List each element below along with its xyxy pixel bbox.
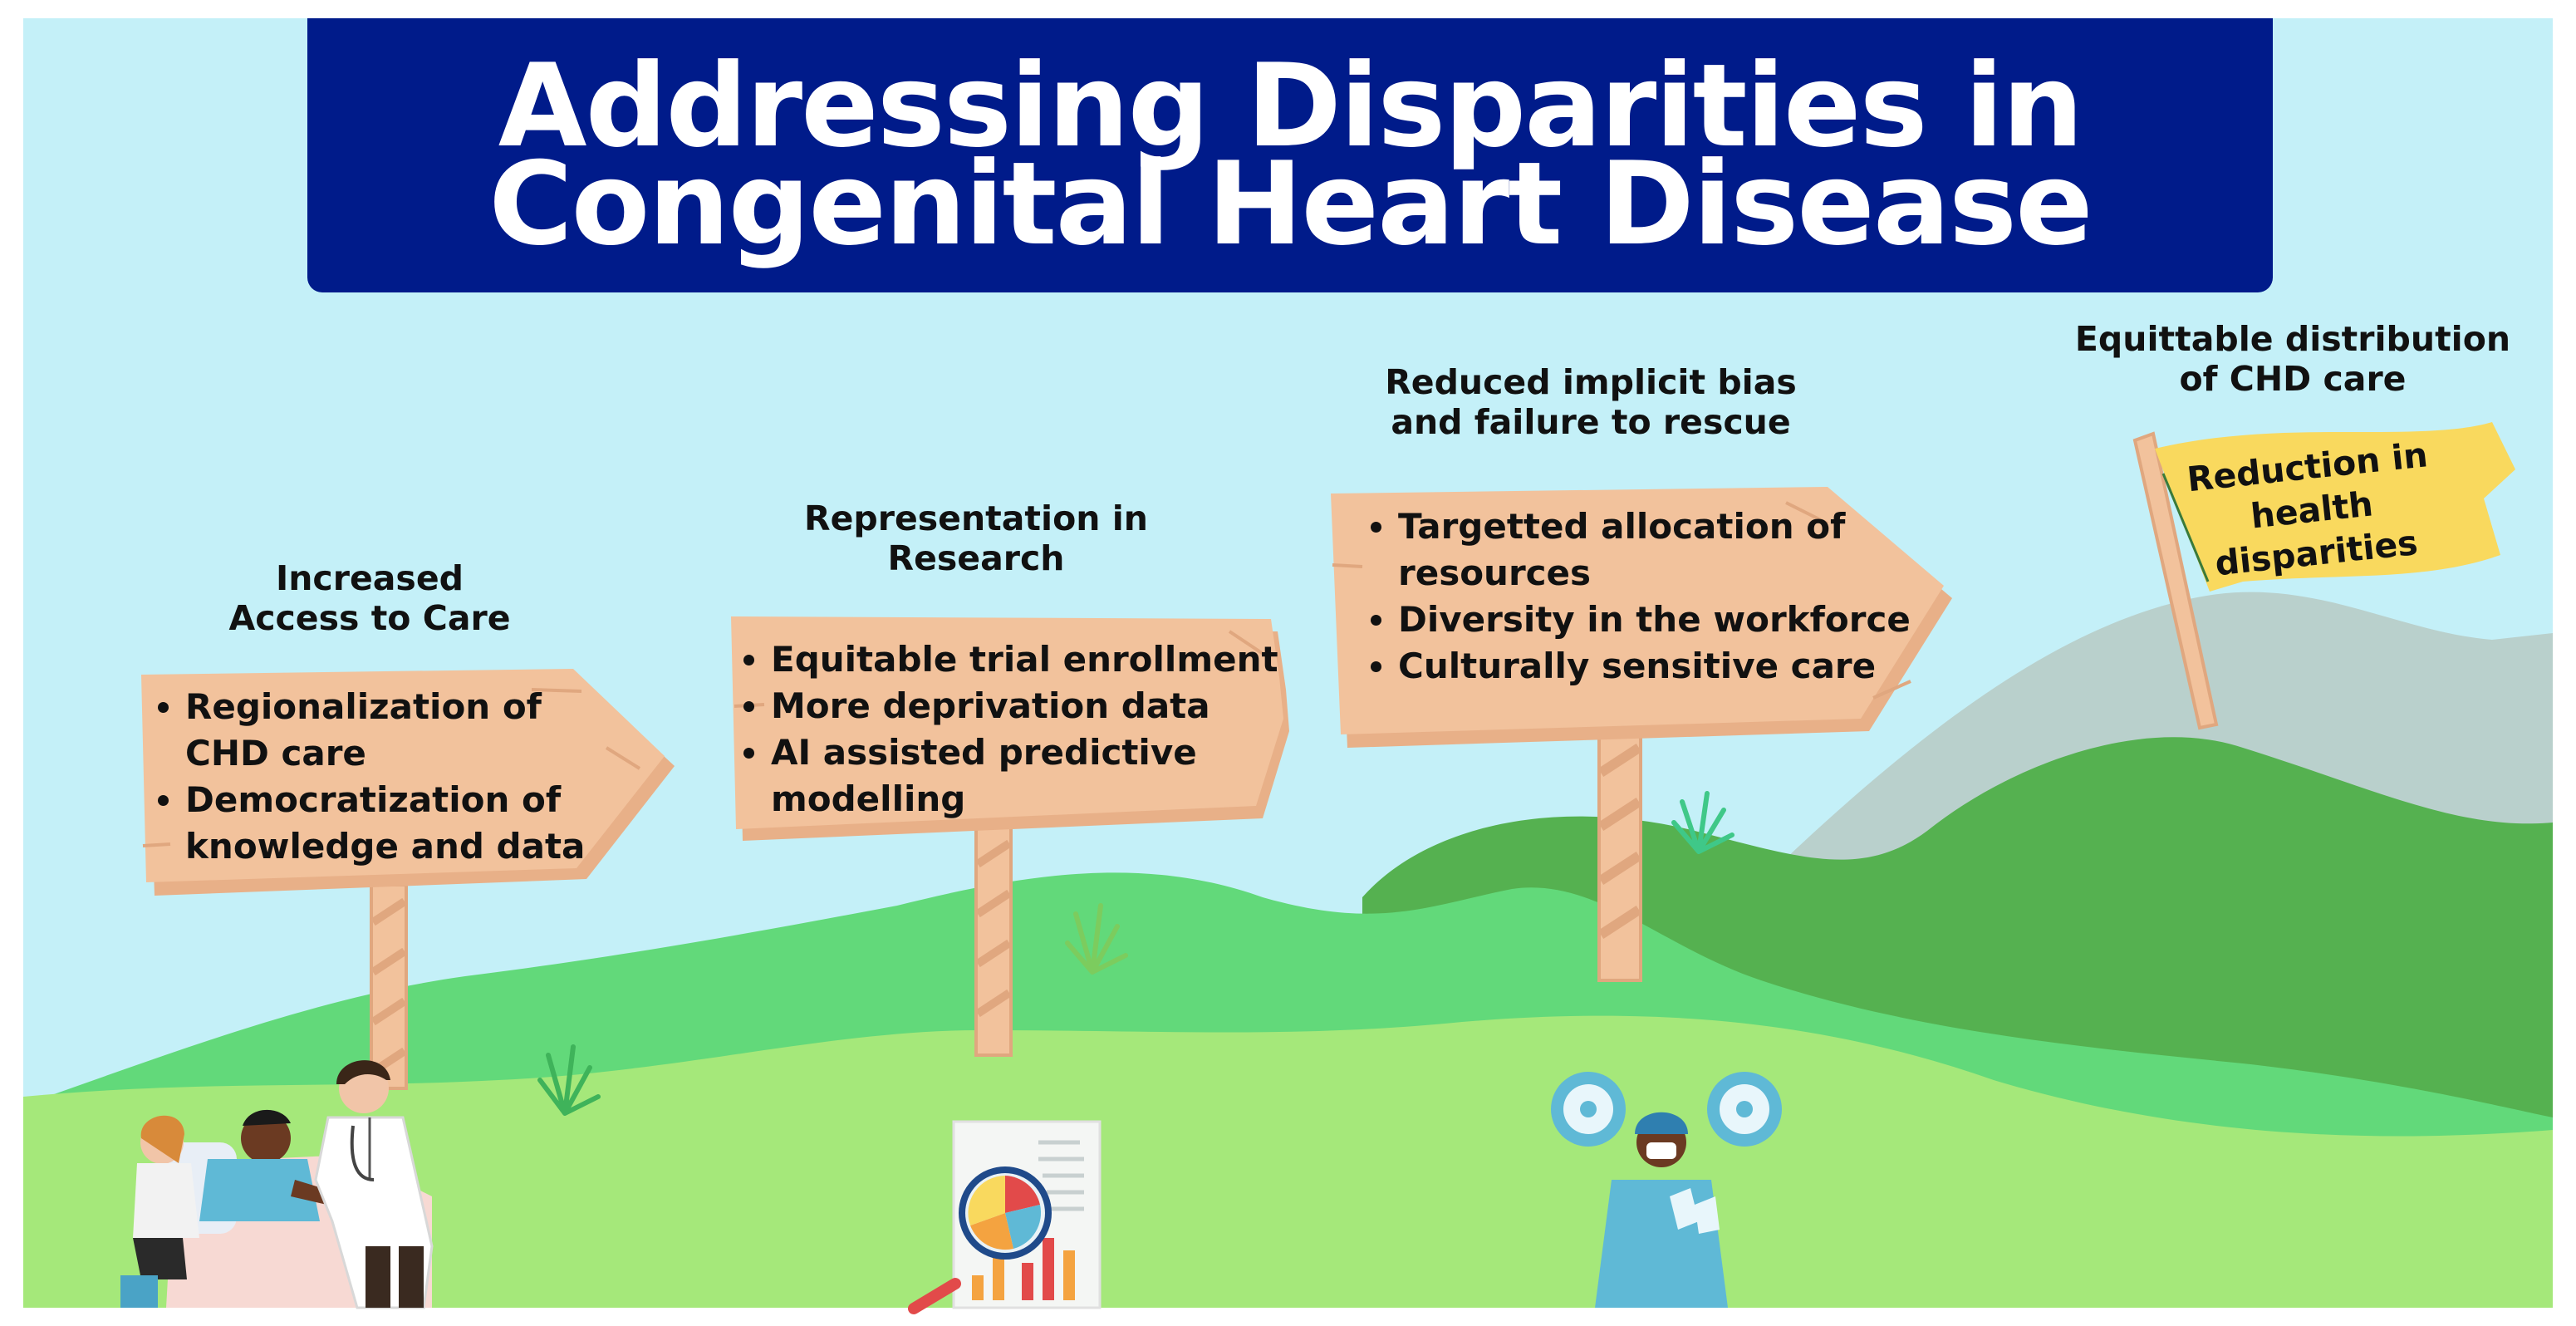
list-item-line: modelling <box>771 778 966 819</box>
list-item: Equitable trial enrollment <box>771 636 1278 683</box>
list-item-line: Diversity in the workforce <box>1398 599 1911 640</box>
list-item: More deprivation data <box>771 683 1278 729</box>
signpost-implicit-bias <box>1331 487 1952 982</box>
page-title-line-1: Addressing Disparities in <box>498 39 2084 173</box>
heading-line: and failure to rescue <box>1391 402 1791 442</box>
surgeon-icon <box>1551 1072 1782 1308</box>
heading-line: Representation in <box>804 498 1148 538</box>
list-item-line: Equitable trial enrollment <box>771 639 1278 680</box>
list-item-line: AI assisted predictive <box>771 732 1197 773</box>
bullet-list: Equitable trial enrollment More deprivat… <box>723 636 1278 823</box>
grass-icon <box>1671 791 1735 854</box>
hill-light <box>23 1015 2553 1308</box>
list-item: Regionalization of CHD care <box>185 684 585 777</box>
list-item: Targetted allocation of resources <box>1398 503 1911 597</box>
grass-icon <box>1065 903 1128 975</box>
page-title-line-2: Congenital Heart Disease <box>488 137 2093 271</box>
title-banner: Addressing Disparities in Congenital Hea… <box>307 18 2273 292</box>
list-item: AI assisted predictive modelling <box>771 729 1278 823</box>
list-item: Diversity in the workforce <box>1398 597 1911 643</box>
bullet-list: Targetted allocation of resources Divers… <box>1350 503 1911 690</box>
heading-implicit-bias: Reduced implicit bias and failure to res… <box>1362 362 1819 442</box>
bullet-list: Regionalization of CHD care Democratizat… <box>137 684 585 870</box>
list-item-line: More deprivation data <box>771 685 1210 726</box>
list-item-line: knowledge and data <box>185 826 586 867</box>
list-item-line: Democratization of <box>185 779 562 820</box>
list-item-line: Regionalization of <box>185 686 542 727</box>
sign-implicit-bias-text: Targetted allocation of resources Divers… <box>1350 503 1911 690</box>
list-item-line: Targetted allocation of <box>1398 506 1846 547</box>
heading-line: Research <box>887 538 1065 578</box>
heading-line: Reduced implicit bias <box>1385 362 1797 402</box>
list-item-line: Culturally sensitive care <box>1398 646 1877 686</box>
heading-access-to-care: Increased Access to Care <box>191 558 548 638</box>
heading-line: Equittable distribution <box>2074 319 2511 359</box>
sign-access-to-care-text: Regionalization of CHD care Democratizat… <box>137 684 585 870</box>
sign-research-text: Equitable trial enrollment More deprivat… <box>723 636 1278 823</box>
report-analysis-icon <box>908 1120 1102 1314</box>
heading-line: of CHD care <box>2179 359 2407 399</box>
patient-care-icon <box>120 1060 434 1309</box>
list-item-line: resources <box>1398 552 1592 593</box>
signpost-research <box>731 616 1289 1057</box>
list-item: Culturally sensitive care <box>1398 643 1911 690</box>
list-item-line: CHD care <box>185 733 366 774</box>
heading-line: Access to Care <box>228 598 511 638</box>
heading-equitable-distribution: Equittable distribution of CHD care <box>2052 319 2534 399</box>
goal-flag <box>2132 422 2515 730</box>
signpost-access-to-care <box>141 669 675 1090</box>
list-item: Democratization of knowledge and data <box>185 777 585 870</box>
heading-research: Representation in Research <box>760 498 1192 578</box>
grass-icon <box>537 1044 601 1116</box>
heading-line: Increased <box>275 558 464 598</box>
